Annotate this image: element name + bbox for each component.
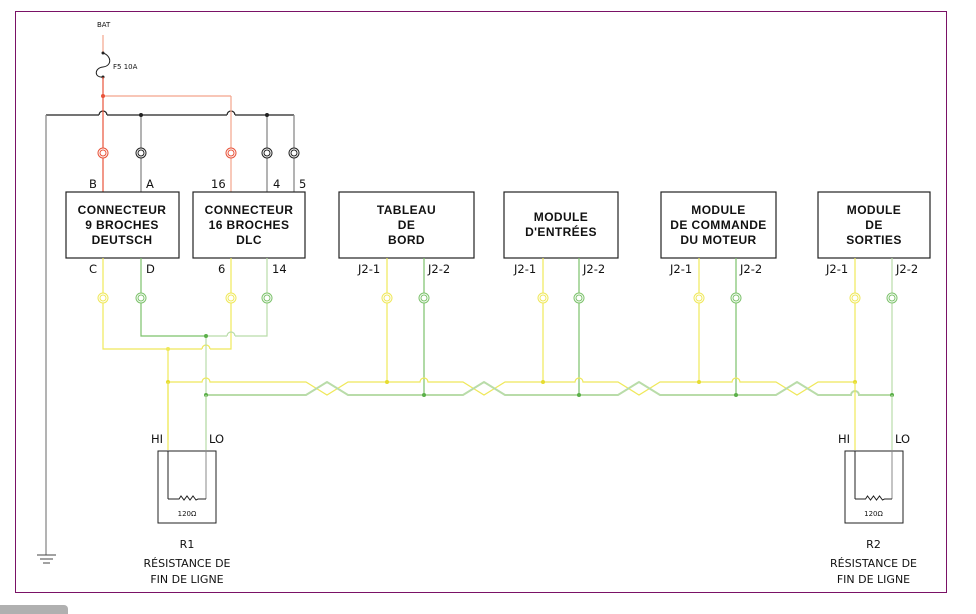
terminator-name: R2 [866, 538, 881, 551]
connector-pin-icon [886, 292, 898, 304]
resistance-value: 120Ω [178, 510, 197, 518]
can-low-junction [204, 334, 208, 338]
connector-dlc[interactable]: CONNECTEUR 16 BROCHES DLC [192, 191, 306, 259]
module-title-line: DE [398, 218, 415, 232]
pin-label-D: D [146, 262, 155, 276]
can-low-junction [734, 393, 738, 397]
pin-label-16: 16 [211, 177, 226, 191]
pin-label-j2-1: J2-1 [357, 262, 380, 276]
power-junction [101, 94, 105, 98]
module-title-line: D'ENTRÉES [525, 224, 597, 239]
ground-bus [45, 114, 295, 555]
fuse-label: F5 10A [113, 63, 138, 71]
module-title-line: MODULE [691, 203, 745, 217]
connector-title-line: CONNECTEUR [78, 203, 167, 217]
resistance-value: 120Ω [864, 510, 883, 518]
connector-deutsch[interactable]: CONNECTEUR 9 BROCHES DEUTSCH [65, 191, 180, 259]
battery-label: BAT [97, 21, 111, 29]
module-title-line: DE [865, 218, 882, 232]
pin-label-4: 4 [273, 177, 280, 191]
connector-pin-icons-top [97, 147, 300, 159]
hi-label: HI [838, 432, 850, 446]
pin-label-A: A [146, 177, 154, 191]
module-title-line: BORD [388, 233, 425, 247]
connector-pin-icons-bottom [97, 292, 273, 304]
connector-pin-icon [730, 292, 742, 304]
terminator-caption: RÉSISTANCE DE [830, 557, 917, 570]
can-high-junction [697, 380, 701, 384]
pin-label-j2-1: J2-1 [669, 262, 692, 276]
connector-pin-icon [849, 292, 861, 304]
can-high-bus [168, 377, 855, 396]
can-low-junction [422, 393, 426, 397]
ground-icon [37, 554, 56, 564]
can-high-junction [541, 380, 545, 384]
pin-label-5: 5 [299, 177, 306, 191]
pin-label-C: C [89, 262, 97, 276]
can-bus-twisted-pair [166, 377, 894, 450]
module-title-line: SORTIES [846, 233, 901, 247]
terminator-caption: FIN DE LIGNE [150, 573, 223, 586]
module-title-line: MODULE [534, 210, 588, 224]
pin-label-6: 6 [218, 262, 225, 276]
pin-label-j2-1: J2-1 [825, 262, 848, 276]
lo-label: LO [895, 432, 910, 446]
connector-pin-icon [381, 292, 393, 304]
connector-pin-icon [537, 292, 549, 304]
connector-can-wires [102, 258, 268, 440]
terminator-name: R1 [180, 538, 195, 551]
connector-pin-icon [693, 292, 705, 304]
pin-label-j2-2: J2-2 [427, 262, 450, 276]
pin-label-j2-1: J2-1 [513, 262, 536, 276]
connector-pin-icon [418, 292, 430, 304]
can-low-bus [206, 380, 892, 396]
connector-title-line: CONNECTEUR [205, 203, 294, 217]
pin-label-j2-2: J2-2 [895, 262, 918, 276]
resistor-icon [168, 495, 206, 501]
hi-label: HI [151, 432, 163, 446]
pin-label-j2-2: J2-2 [739, 262, 762, 276]
module-title-line: TABLEAU [377, 203, 436, 217]
module-title-line: DU MOTEUR [680, 233, 756, 247]
can-low-junction [577, 393, 581, 397]
pin-label-B: B [89, 177, 97, 191]
terminator-caption: FIN DE LIGNE [837, 573, 910, 586]
page-tab[interactable] [0, 605, 68, 614]
ground-junction [265, 113, 269, 117]
lo-label: LO [209, 432, 224, 446]
connector-title-line: 16 BROCHES [209, 218, 290, 232]
power-wires [98, 77, 236, 192]
terminator-caption: RÉSISTANCE DE [144, 557, 231, 570]
module-title-line: MODULE [847, 203, 901, 217]
ground-junction [139, 113, 143, 117]
can-high-junction [166, 347, 170, 351]
resistor-icon [855, 495, 892, 501]
connector-title-line: 9 BROCHES [85, 218, 159, 232]
connector-title-line: DEUTSCH [92, 233, 153, 247]
pin-label-14: 14 [272, 262, 287, 276]
connector-pin-icon [573, 292, 585, 304]
can-high-junction [385, 380, 389, 384]
module-title-line: DE COMMANDE [670, 218, 766, 232]
connector-title-line: DLC [236, 233, 262, 247]
fuse-icon [95, 51, 111, 79]
diagram-frame [15, 11, 947, 593]
pin-label-j2-2: J2-2 [582, 262, 605, 276]
